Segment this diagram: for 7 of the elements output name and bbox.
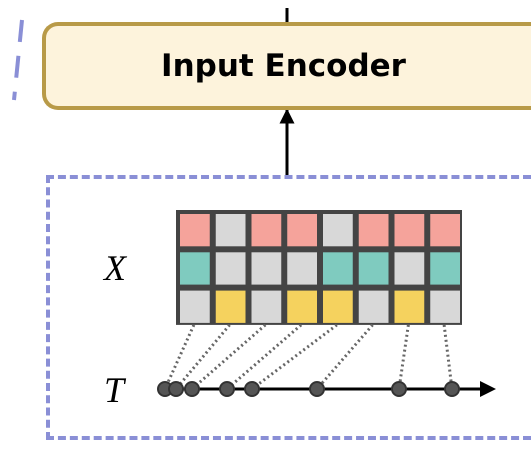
axis-label: X [104, 250, 126, 286]
dashed-group-box [46, 175, 531, 440]
encoder-box [42, 22, 531, 110]
node-title: Input Encoder [161, 48, 406, 84]
axis-label: T [104, 372, 124, 408]
arrow [280, 108, 294, 175]
line [286, 8, 288, 22]
